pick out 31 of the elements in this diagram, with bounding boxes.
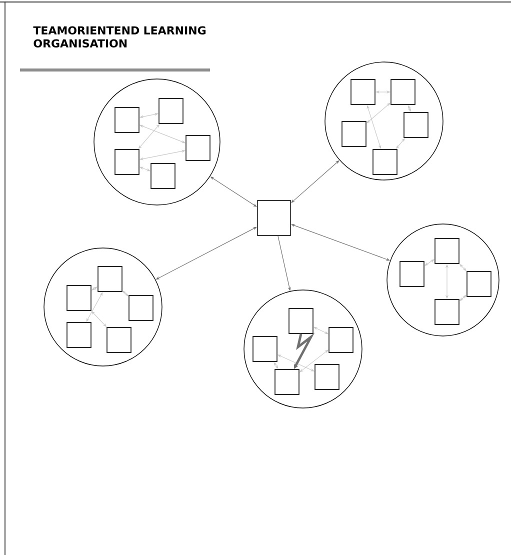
group-circle [386,224,500,336]
member-box [328,327,354,353]
title: TEAMORIENTEND LEARNING ORGANISATION [33,26,206,48]
member-box [186,135,210,161]
member-box [390,79,416,105]
member-box [150,163,176,189]
member-box [114,149,140,175]
member-box [434,238,460,264]
member-box [404,112,428,138]
member-box [434,299,460,325]
member-box [128,295,154,321]
group-circle [324,62,444,180]
member-box [342,121,366,147]
member-box [66,285,92,311]
member-box [466,271,492,297]
member-box [114,107,140,133]
member-box [66,322,92,348]
group-circle [44,248,162,366]
member-box [314,364,340,390]
member-box [106,327,132,353]
member-box [400,261,424,287]
member-box [372,149,398,175]
group-circle [94,78,220,206]
member-box [350,79,376,105]
member-box [158,98,184,124]
member-box [98,266,122,292]
central-box [257,200,291,236]
member-box [274,369,300,395]
member-box [288,308,314,334]
group-circle [244,290,362,408]
member-box [252,336,278,362]
